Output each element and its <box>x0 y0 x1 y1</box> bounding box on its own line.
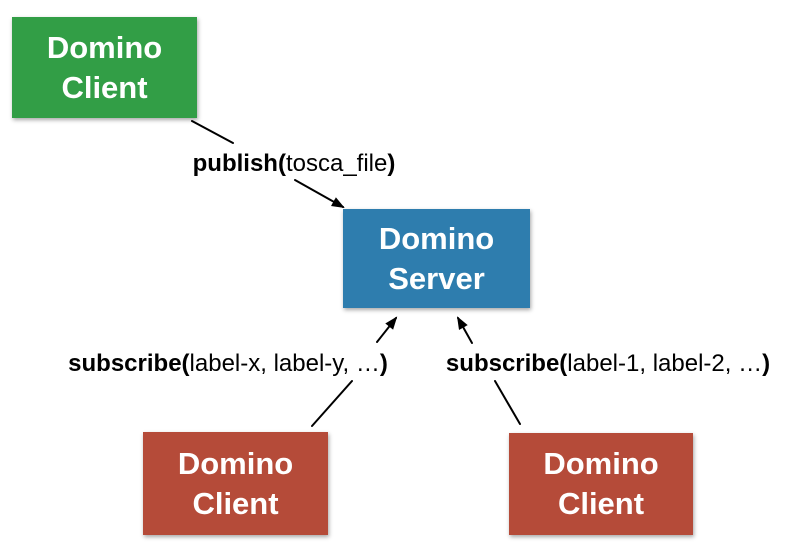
node-label-line: Domino <box>378 220 495 256</box>
publish-arrow-segment-end <box>294 179 345 208</box>
server-node: Domino Server <box>343 209 530 308</box>
subscribe-right-call-args: label-1, label-2, … <box>567 350 763 377</box>
subscriber-right-client-node: Domino Client <box>509 433 693 535</box>
subscribe-left-edge-label: subscribe(label-x, label-y, …) <box>68 350 388 378</box>
publish-arrow-segment-start <box>191 120 234 144</box>
subscribe-left-arrow-segment-start <box>311 380 353 427</box>
publish-call-args: tosca_file <box>285 150 388 177</box>
node-label-line: Client <box>192 485 279 521</box>
subscriber-left-client-node: Domino Client <box>143 432 328 535</box>
node-label-line: Client <box>61 69 148 105</box>
subscribe-left-arrow-segment-end <box>376 316 398 343</box>
publish-call-close: ) <box>387 150 396 177</box>
subscribe-right-arrow-segment-start <box>494 380 521 425</box>
subscribe-left-call-args: label-x, label-y, … <box>189 350 380 377</box>
node-label-line: Server <box>388 260 485 296</box>
node-label-line: Domino <box>177 445 294 481</box>
subscribe-right-arrow-segment-end <box>457 316 473 344</box>
publish-call-name: publish( <box>192 150 286 177</box>
subscribe-right-call-close: ) <box>762 350 771 377</box>
subscribe-left-call-name: subscribe( <box>68 350 190 377</box>
publisher-client-node: Domino Client <box>12 17 197 118</box>
node-label-line: Domino <box>543 446 659 481</box>
subscribe-left-call-close: ) <box>379 350 388 377</box>
subscribe-right-call-name: subscribe( <box>445 350 568 377</box>
publish-edge-label: publish(tosca_file) <box>193 150 396 178</box>
node-label-line: Client <box>557 486 645 521</box>
node-label-line: Domino <box>46 29 163 65</box>
subscribe-right-edge-label: subscribe(label-1, label-2, …) <box>446 350 770 378</box>
